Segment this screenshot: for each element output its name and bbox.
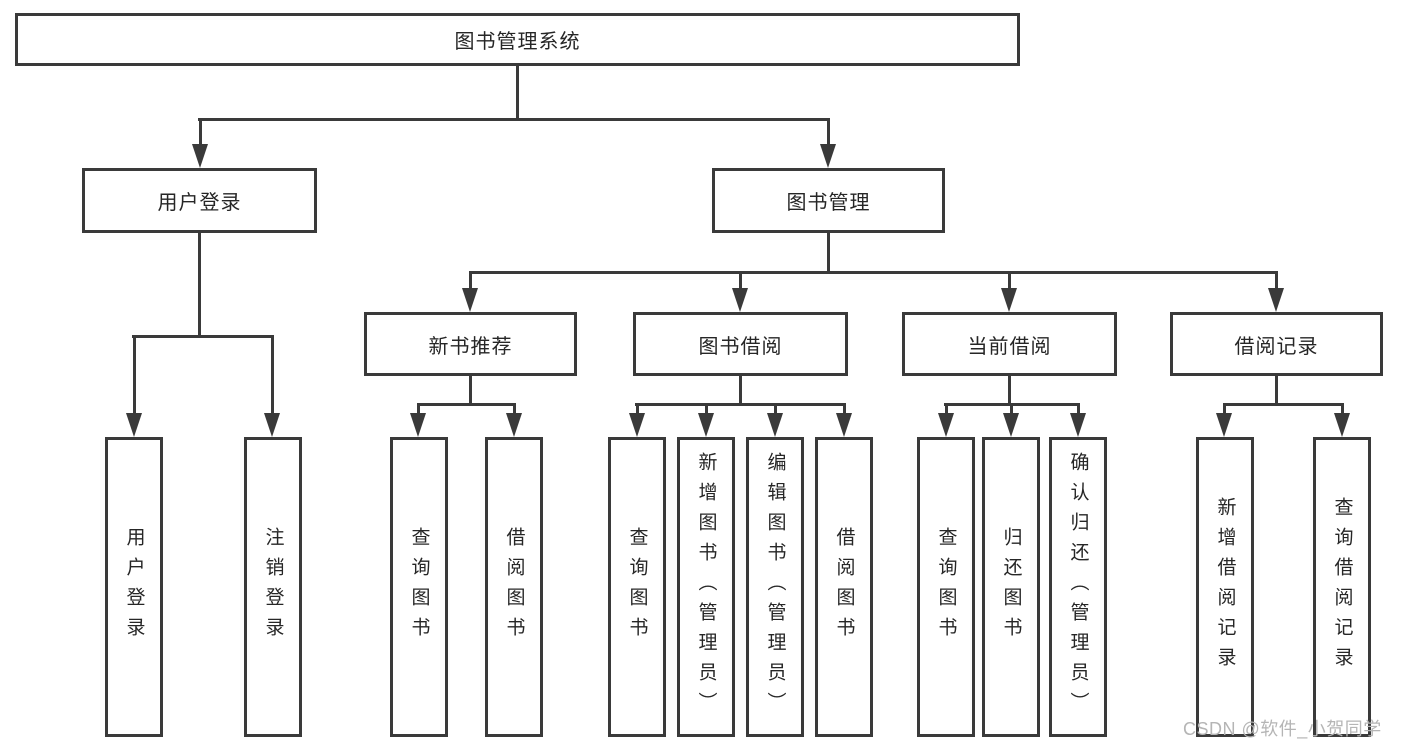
leaf-logout: 注销登录: [244, 437, 302, 737]
leaf-return-books-label: 归还图书: [1000, 527, 1022, 647]
leaf-edit-books-admin-label: 编辑图书（管理员）: [764, 452, 786, 722]
csdn-watermark: CSDN @软件_小贺同学: [1183, 719, 1382, 739]
arrowhead-to-leaf-query-books-current: [938, 405, 954, 437]
leaf-query-books-recommend: 查询图书: [390, 437, 448, 737]
arrowhead-to-leaf-edit-books-admin: [767, 405, 783, 437]
arrowhead-to-leaf-add-books-admin: [698, 405, 714, 437]
leaf-query-books-current-label: 查询图书: [935, 527, 957, 647]
node-book-management: 图书管理: [712, 168, 945, 233]
arrowhead-to-leaf-borrow-books-recommend: [506, 405, 522, 437]
leaf-borrow-books-recommend-label: 借阅图书: [503, 527, 525, 647]
arrowhead-to-leaf-user-login: [126, 337, 142, 437]
arrowhead-to-new-book-recommend: [462, 273, 478, 312]
leaf-edit-books-admin: 编辑图书（管理员）: [746, 437, 804, 737]
leaf-add-books-admin: 新增图书（管理员）: [677, 437, 735, 737]
leaf-borrow-books-label: 借阅图书: [833, 527, 855, 647]
node-new-book-recommend: 新书推荐: [364, 312, 577, 376]
connector-bar-book-management: [469, 271, 1278, 274]
arrowhead-to-leaf-query-borrow-record: [1334, 405, 1350, 437]
leaf-query-books-borrow: 查询图书: [608, 437, 666, 737]
connector-bar-new-book-recommend: [417, 403, 516, 406]
connector-stem-current-borrow: [1008, 376, 1011, 406]
leaf-confirm-return-admin-label: 确认归还（管理员）: [1067, 452, 1089, 722]
arrowhead-to-leaf-borrow-books: [836, 405, 852, 437]
connector-stem-new-book-recommend: [469, 376, 472, 406]
arrowhead-to-leaf-query-books-borrow: [629, 405, 645, 437]
node-borrow-record: 借阅记录: [1170, 312, 1383, 376]
connector-bar-book-borrow: [635, 403, 846, 406]
connector-bar-root: [198, 118, 830, 121]
leaf-query-borrow-record-label: 查询借阅记录: [1331, 497, 1353, 677]
arrowhead-to-leaf-query-books-recommend: [410, 405, 426, 437]
connector-stem-book-borrow: [739, 376, 742, 406]
connector-stem-user-login: [198, 233, 201, 337]
connector-stem-book-management: [827, 233, 830, 274]
leaf-add-borrow-record-label: 新增借阅记录: [1214, 497, 1236, 677]
leaf-query-books-recommend-label: 查询图书: [408, 527, 430, 647]
leaf-query-books-current: 查询图书: [917, 437, 975, 737]
arrowhead-to-current-borrow: [1001, 273, 1017, 312]
arrowhead-to-user-login: [192, 120, 208, 168]
leaf-query-borrow-record: 查询借阅记录: [1313, 437, 1371, 737]
connector-bar-user-login: [132, 335, 274, 338]
leaf-query-books-borrow-label: 查询图书: [626, 527, 648, 647]
arrowhead-to-borrow-record: [1268, 273, 1284, 312]
arrowhead-to-leaf-confirm-return: [1070, 405, 1086, 437]
leaf-logout-label: 注销登录: [262, 527, 284, 647]
arrowhead-to-leaf-add-borrow-record: [1216, 405, 1232, 437]
node-user-login: 用户登录: [82, 168, 317, 233]
leaf-add-books-admin-label: 新增图书（管理员）: [695, 452, 717, 722]
connector-bar-borrow-record: [1223, 403, 1344, 406]
leaf-add-borrow-record: 新增借阅记录: [1196, 437, 1254, 737]
leaf-confirm-return-admin: 确认归还（管理员）: [1049, 437, 1107, 737]
leaf-borrow-books-recommend: 借阅图书: [485, 437, 543, 737]
node-book-borrow: 图书借阅: [633, 312, 848, 376]
arrowhead-to-book-borrow: [732, 273, 748, 312]
connector-bar-current-borrow: [944, 403, 1080, 406]
arrowhead-to-book-management: [820, 120, 836, 168]
leaf-return-books: 归还图书: [982, 437, 1040, 737]
leaf-user-login-label: 用户登录: [123, 527, 145, 647]
connector-stem-borrow-record: [1275, 376, 1278, 406]
arrowhead-to-leaf-logout: [264, 337, 280, 437]
node-current-borrow: 当前借阅: [902, 312, 1117, 376]
arrowhead-to-leaf-return-books: [1003, 405, 1019, 437]
node-root-library-management-system: 图书管理系统: [15, 13, 1020, 66]
leaf-borrow-books: 借阅图书: [815, 437, 873, 737]
leaf-user-login: 用户登录: [105, 437, 163, 737]
connector-stem-root: [516, 64, 519, 121]
